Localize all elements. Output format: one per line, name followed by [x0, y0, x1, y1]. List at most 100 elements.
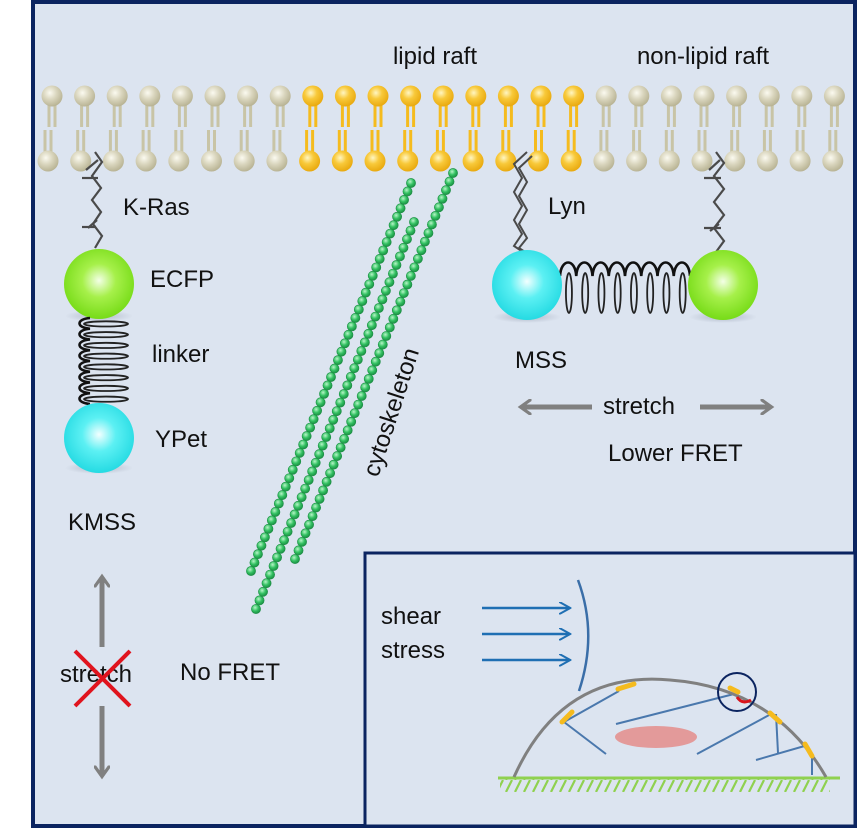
filament-bead	[350, 313, 361, 323]
filament-bead	[319, 388, 329, 399]
zoom-circle	[717, 672, 757, 712]
filament-bead	[311, 502, 321, 513]
filament-bead	[321, 476, 332, 487]
filament-bead	[405, 225, 416, 236]
non-raft-lipid	[70, 85, 96, 172]
raft-lipid	[495, 85, 519, 172]
non-raft-lipid	[168, 85, 193, 172]
filament-bead	[346, 321, 357, 332]
filament-bead	[377, 294, 388, 305]
filament-bead	[388, 220, 399, 231]
filament-bead	[373, 303, 384, 313]
cell-membrane	[512, 677, 828, 778]
filament-bead	[342, 425, 353, 436]
filament-bead	[336, 346, 347, 357]
filament-bead	[423, 228, 434, 238]
filament-bead	[381, 331, 392, 341]
filament-bead	[381, 237, 392, 247]
filament-bead	[286, 518, 297, 528]
filament-bead	[349, 408, 360, 419]
filament-bead	[352, 354, 363, 365]
filament-bead	[266, 515, 277, 526]
raft-lipid	[462, 85, 487, 172]
filament-bead	[279, 535, 289, 546]
filament-bead	[328, 459, 339, 470]
filament-bead	[297, 536, 307, 547]
mss-green-sphere	[688, 250, 758, 320]
non-raft-lipid	[233, 85, 259, 172]
non-raft-lipid	[593, 85, 617, 172]
filament-bead	[356, 391, 367, 401]
non-raft-lipid	[691, 85, 715, 172]
filament-bead	[398, 288, 409, 298]
filament-bead	[303, 475, 314, 485]
filament-bead	[370, 356, 381, 367]
cell-cytoskeleton-fibers	[563, 690, 813, 775]
filament-bead	[289, 509, 300, 520]
cross-icon	[73, 649, 132, 708]
filament-bead	[282, 526, 293, 537]
filament-bead	[395, 296, 406, 307]
non-raft-lipid	[626, 85, 650, 172]
non-raft-lipid	[201, 85, 226, 172]
filament-bead	[360, 382, 371, 393]
filament-bead	[304, 519, 314, 530]
filament-bead	[385, 228, 396, 239]
filament-bead	[366, 320, 377, 331]
stretch-label: stretch	[603, 393, 675, 420]
k-ras-label: K-Ras	[123, 194, 190, 221]
filament-bead	[254, 595, 265, 606]
filament-bead	[395, 203, 406, 214]
filament-bead	[388, 313, 399, 324]
kmss-label: KMSS	[68, 509, 136, 536]
filament-bead	[392, 211, 402, 222]
filament-bead	[434, 202, 444, 213]
filament-bead	[275, 543, 286, 554]
raft-lipid	[528, 85, 552, 172]
filament-bead	[377, 339, 388, 350]
filament-bead	[406, 178, 416, 188]
filament-bead	[378, 245, 389, 256]
filament-bead	[363, 328, 374, 339]
filament-bead	[298, 439, 309, 450]
filament-bead	[346, 416, 357, 427]
actin-filament	[246, 178, 416, 576]
filament-bead	[360, 287, 371, 298]
filament-bead	[409, 262, 420, 273]
ypet-sphere	[64, 403, 134, 473]
actin-filament	[251, 217, 419, 614]
filament-bead	[364, 279, 375, 290]
non-raft-lipid	[789, 85, 813, 172]
filament-bead	[374, 348, 385, 359]
filament-bead	[427, 219, 437, 230]
filament-bead	[405, 271, 416, 281]
filament-bead	[293, 500, 304, 511]
filament-bead	[349, 363, 360, 374]
filament-bead	[307, 466, 318, 477]
filament-bead	[356, 346, 367, 356]
filament-bead	[249, 557, 260, 568]
filament-bead	[367, 270, 378, 281]
lyn-label: Lyn	[548, 193, 586, 220]
non-raft-lipid	[266, 85, 291, 172]
filament-bead	[444, 176, 455, 187]
mss-cyan-sphere	[492, 250, 562, 320]
filament-bead	[391, 260, 402, 270]
filament-bead	[268, 561, 279, 571]
non-raft-lipid	[102, 85, 128, 172]
filament-bead	[388, 268, 398, 279]
filament-bead	[322, 380, 333, 391]
cytoskeleton-filaments	[246, 168, 458, 614]
lower-fret-label: Lower FRET	[608, 440, 743, 467]
filament-bead	[263, 523, 274, 534]
nucleus	[615, 726, 697, 748]
shear-stress-inset: shear stress	[363, 551, 857, 828]
mss-linker-spring	[558, 261, 692, 314]
filament-bead	[416, 245, 427, 256]
filament-bead	[384, 322, 395, 333]
filament-bead	[270, 507, 281, 517]
flow-front-curve	[576, 579, 590, 692]
filament-bead	[335, 397, 346, 408]
filament-bead	[359, 337, 370, 348]
shear-label: shear	[381, 603, 441, 630]
